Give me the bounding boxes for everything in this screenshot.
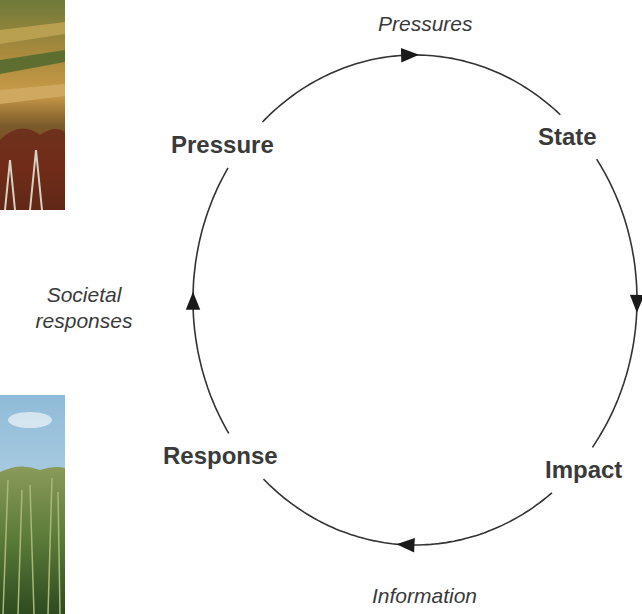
cycle-stage: Response [159, 439, 282, 473]
arrowhead [630, 295, 642, 313]
stage-name: Impact [545, 456, 622, 484]
arrowhead [396, 538, 414, 552]
flow-label: Information [369, 582, 480, 610]
landscape-photo [0, 0, 65, 210]
stage-name: Response [163, 442, 278, 470]
cycle-arc [263, 55, 561, 122]
stage-name: State [538, 123, 597, 151]
flow-label: Societal responses [25, 281, 143, 336]
cycle-arc [593, 159, 638, 447]
cycle-arc [193, 168, 229, 433]
arrowhead [401, 48, 419, 62]
cycle-stage: State [534, 120, 601, 154]
grassland-photo [0, 395, 65, 614]
arrowhead [186, 292, 200, 310]
stage-name: Pressure [171, 131, 274, 159]
flow-label: Pressures [375, 10, 476, 38]
cycle-arc [264, 479, 552, 545]
cycle-stage: Pressure [167, 128, 278, 162]
cycle-stage: Impact [541, 453, 626, 487]
